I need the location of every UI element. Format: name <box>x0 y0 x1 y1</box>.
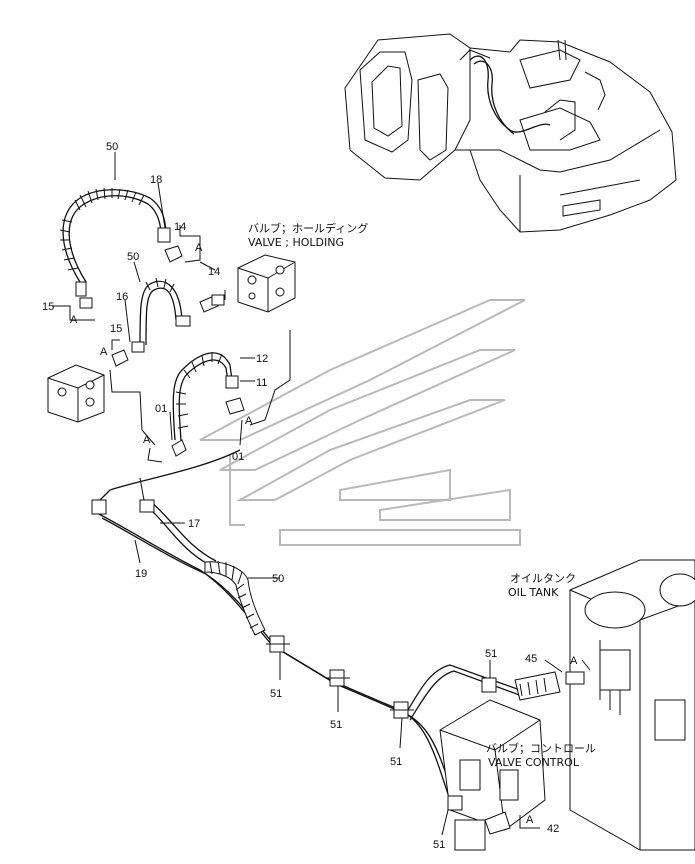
valve-control-en-label: VALVE CONTROL <box>488 756 580 769</box>
component-labels: バルブ；ホールディング VALVE ; HOLDING オイルタンク OIL T… <box>248 221 596 769</box>
hose-50-top <box>59 187 171 309</box>
marker-a-4: A <box>143 434 151 446</box>
excavator-overview <box>344 33 677 233</box>
callout-51-b: 51 <box>330 719 342 731</box>
callout-19: 19 <box>135 568 147 580</box>
callout-50-low: 50 <box>272 573 284 585</box>
clamp-51-c <box>390 701 414 719</box>
hoses-17-19 <box>91 449 457 805</box>
clamp-51-e <box>447 795 463 811</box>
oil-tank <box>569 559 695 851</box>
valve-holding-jp-label: バルブ；ホールディング <box>248 221 368 235</box>
callout-42: 42 <box>547 823 559 835</box>
hose-12 <box>172 352 245 441</box>
marker-a-2: A <box>70 314 78 326</box>
callout-51-d: 51 <box>485 648 497 660</box>
clamp-51-a <box>266 635 290 653</box>
callout-16: 16 <box>116 291 128 303</box>
callout-11: 11 <box>256 377 267 389</box>
callout-51-c: 51 <box>390 756 402 768</box>
oil-tank-en-label: OIL TANK <box>508 586 559 599</box>
left-valve-block <box>47 364 105 423</box>
hose-to-tank <box>404 664 585 721</box>
control-valve <box>439 699 546 851</box>
callout-12: 12 <box>256 353 268 365</box>
marker-a-5: A <box>245 415 253 427</box>
part-number-callouts: 50 18 14 14 50 16 15 15 12 11 01 01 17 1… <box>42 141 559 851</box>
hose-50-mid <box>111 245 225 457</box>
callout-01-b: 01 <box>232 451 244 463</box>
callout-45: 45 <box>525 653 537 665</box>
callout-50-top: 50 <box>106 141 118 153</box>
clamp-51-b <box>326 669 350 687</box>
callout-51-a: 51 <box>270 688 282 700</box>
callout-50-mid: 50 <box>127 251 139 263</box>
marker-a-6: A <box>570 655 578 667</box>
callout-15-a: 15 <box>42 301 54 313</box>
callout-51-e: 51 <box>433 839 445 851</box>
a-markers: A A A A A A A <box>70 242 578 826</box>
marker-a-3: A <box>100 346 108 358</box>
callout-18: 18 <box>150 174 162 186</box>
callout-01-a: 01 <box>155 403 167 415</box>
callout-14-a: 14 <box>174 221 186 233</box>
valve-holding-en-label: VALVE ; HOLDING <box>248 236 344 249</box>
valve-control-jp-label: バルブ；コントロール <box>486 741 596 755</box>
oil-tank-jp-label: オイルタンク <box>510 572 576 585</box>
callout-14-b: 14 <box>208 266 220 278</box>
callout-15-b: 15 <box>110 323 122 335</box>
clamp-51-d <box>481 677 497 693</box>
marker-a-1: A <box>195 242 203 254</box>
leader-lines <box>52 152 591 836</box>
callout-17: 17 <box>188 518 200 530</box>
holding-valve <box>237 254 296 313</box>
hose-50-low <box>204 560 266 636</box>
marker-a-7: A <box>526 814 534 826</box>
